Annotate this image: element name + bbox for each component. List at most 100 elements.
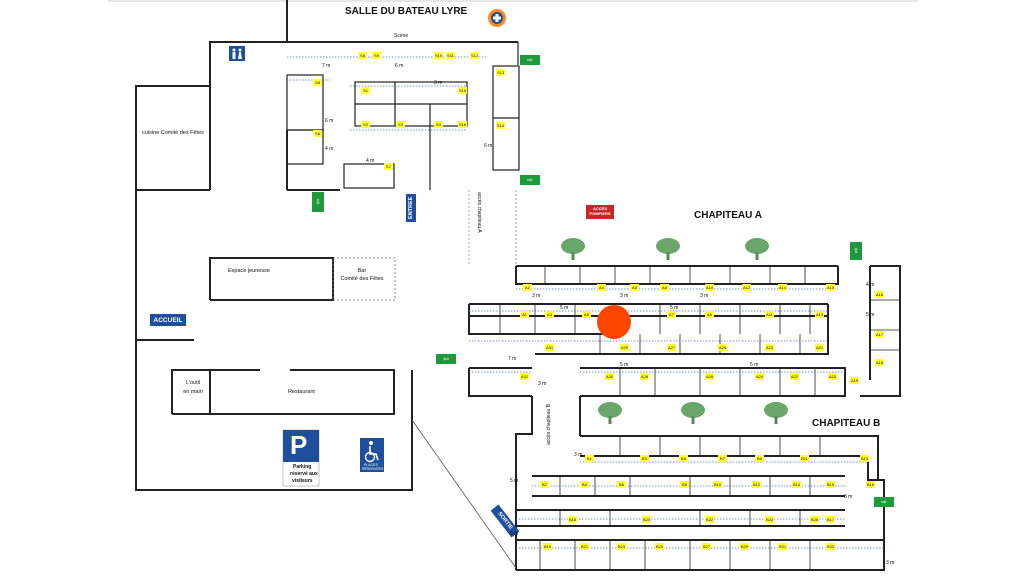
scene-dimension-line [287, 56, 488, 131]
stand-label: A9 [707, 312, 713, 317]
stand-tag [540, 481, 549, 488]
stand-label: A20 [829, 374, 837, 379]
stand-label: A8 [662, 285, 668, 290]
stand-label: A11 [766, 312, 774, 317]
dim-label: 5 m [750, 362, 759, 368]
stand-tag [765, 311, 774, 318]
stand-tag [523, 284, 532, 291]
stand-tag [620, 344, 629, 351]
cuisine-label: cuisine Comité des Fêtes [142, 130, 204, 136]
stand-label: B20 [643, 517, 651, 522]
stand-tag [313, 79, 322, 86]
stand-label: A7 [669, 312, 675, 317]
stand-label: B4 [582, 482, 588, 487]
bar-label: Bar [357, 268, 367, 274]
stand-label: B5 [681, 456, 687, 461]
stand-tag [667, 311, 676, 318]
stand-label: B19 [544, 544, 552, 549]
stand-label: S2 [363, 122, 369, 127]
stand-tag [790, 373, 799, 380]
stand-label: S3 [398, 122, 404, 127]
stand-tag [860, 455, 869, 462]
stand-tag [826, 516, 835, 523]
stand-label: B33 [827, 544, 835, 549]
stand-label: A2 [525, 285, 531, 290]
stand-label: A12 [743, 285, 751, 290]
outil-label: L'outil [185, 380, 201, 386]
dim-label: 4 m [325, 146, 334, 152]
stand-label: A16 [876, 292, 884, 297]
stand-label: A27 [668, 345, 676, 350]
stand-label: A31 [546, 345, 554, 350]
chapiteau-a-title: CHAPITEAU A [694, 210, 762, 221]
access-corridor-b [515, 396, 581, 570]
path-to-exit [411, 419, 517, 569]
stand-label: B17 [827, 517, 835, 522]
dim-label: 7 m [322, 63, 331, 69]
parking-text-3: visiteurs [292, 478, 313, 484]
stand-label: S14 [497, 123, 505, 128]
stand-tag [458, 121, 467, 128]
chapiteau-b-title: CHAPITEAU B [812, 418, 881, 429]
tree-icon [561, 238, 788, 424]
scene-label: Scène [394, 33, 409, 39]
stand-label: A4 [599, 285, 605, 290]
dim-label: 3 m [538, 381, 547, 387]
stand-tag [718, 455, 727, 462]
stand-tag [470, 52, 479, 59]
handicap-text-2: RÉSERVÉES [362, 467, 384, 471]
exit-icon: ⇨ [874, 497, 894, 507]
stand-label: B9 [757, 456, 763, 461]
wheelchair-icon [360, 438, 384, 472]
stand-tag [568, 516, 577, 523]
stand-tag [866, 481, 875, 488]
exit-icon: ⇨ [520, 55, 540, 65]
stand-label: B25 [656, 544, 664, 549]
stand-tag [875, 331, 884, 338]
stand-label: B14 [793, 482, 801, 487]
stand-tag [705, 516, 714, 523]
handicap-text-1: PLACES [364, 463, 378, 467]
stand-tag [617, 481, 626, 488]
stand-tag [850, 377, 859, 384]
acces-pompiers-sign: ACCES POMPIERS [586, 205, 614, 219]
stand-tag [597, 284, 606, 291]
outil-label-2: en main [183, 389, 203, 395]
stand-label: A29 [621, 345, 629, 350]
acces-pompiers-line2: POMPIERS [589, 211, 611, 216]
parking-sign [282, 429, 320, 487]
dim-label: 5 m [670, 305, 679, 311]
stand-tag [361, 121, 370, 128]
stand-label: S1 [363, 88, 369, 93]
stand-label: B13 [861, 456, 869, 461]
stand-label: A13 [816, 312, 824, 317]
stand-label: A22 [791, 374, 799, 379]
stand-tag [361, 87, 370, 94]
exit-icon: ⇩ [312, 192, 324, 212]
parking-letter: P [290, 430, 308, 460]
stand-tag [396, 121, 405, 128]
location-marker-icon [597, 305, 631, 339]
stand-tag [826, 481, 835, 488]
chapiteau-a-walls [468, 265, 901, 397]
stand-tag [778, 284, 787, 291]
acces-pompiers-line1: ACCES [592, 206, 607, 211]
stand-tag [655, 543, 664, 550]
stand-tag [713, 481, 722, 488]
stand-tag [875, 359, 884, 366]
stand-label: B2 [542, 482, 548, 487]
stand-label: B27 [703, 544, 711, 549]
bar-label-2: Comité des Fêtes [340, 276, 384, 282]
stand-tag [372, 52, 381, 59]
stand-tag [702, 543, 711, 550]
stand-tag [545, 344, 554, 351]
stand-tag [875, 291, 884, 298]
entree-sign: ENTREE [406, 194, 416, 222]
stand-tag [434, 52, 443, 59]
stand-label: B15 [827, 482, 835, 487]
stand-label: A21 [816, 345, 824, 350]
stand-tag [458, 87, 467, 94]
stand-label: A18 [876, 360, 884, 365]
dim-label: 6 m [395, 63, 404, 69]
